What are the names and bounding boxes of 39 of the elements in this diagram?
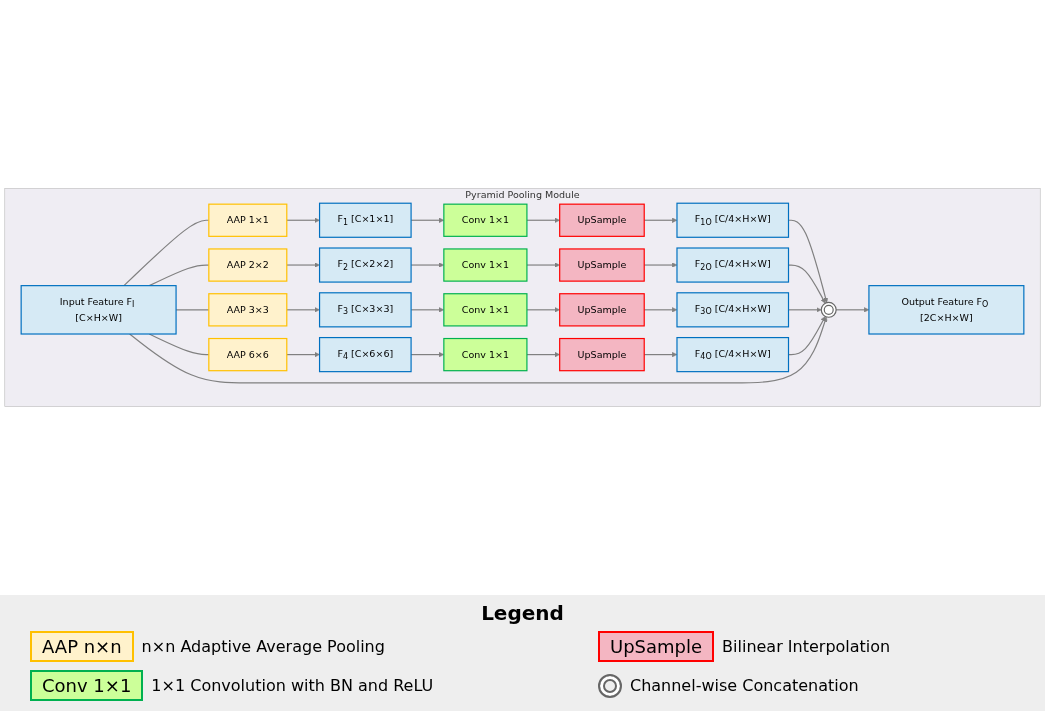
arrow bbox=[286, 307, 320, 313]
legend-swatch: Conv 1×1 bbox=[30, 670, 144, 701]
arrow bbox=[286, 217, 320, 223]
legend-heading: Legend bbox=[480, 601, 565, 625]
legend-text: n×n Adaptive Average Pooling bbox=[141, 637, 385, 656]
arrow bbox=[129, 316, 828, 384]
arrow bbox=[286, 262, 320, 268]
node-box: F$_{2}$ [C×2×2] bbox=[318, 247, 412, 283]
legend-swatch: AAP n×n bbox=[30, 631, 134, 662]
node-box: Conv 1×1 bbox=[443, 248, 528, 282]
node-box: UpSample bbox=[559, 248, 645, 282]
node-box: F$_{1}$ [C×1×1] bbox=[318, 202, 412, 238]
node-box: F$_{3}$ [C×3×3] bbox=[318, 292, 412, 328]
node-box: Conv 1×1 bbox=[443, 203, 528, 237]
legend-text: Channel-wise Concatenation bbox=[629, 676, 859, 695]
node-box: AAP 3×3 bbox=[208, 293, 288, 327]
legend-text: 1×1 Convolution with BN and ReLU bbox=[151, 676, 434, 695]
node-box: UpSample bbox=[559, 337, 645, 372]
node-box: UpSample bbox=[559, 293, 645, 327]
node-box: F$_{1O}$ [C/4×H×W] bbox=[676, 202, 790, 238]
arrow bbox=[526, 217, 560, 223]
node-box: Conv 1×1 bbox=[443, 293, 528, 327]
legend-swatch: UpSample bbox=[597, 631, 715, 662]
node-box: Output Feature F$_{O}$ [2C×H×W] bbox=[868, 285, 1025, 335]
node-box: F$_{4O}$ [C/4×H×W] bbox=[676, 337, 790, 373]
arrow bbox=[526, 352, 560, 358]
node-box: UpSample bbox=[559, 203, 645, 237]
node-box: AAP 1×1 bbox=[208, 203, 288, 237]
arrow bbox=[526, 262, 560, 268]
legend-text: Bilinear Interpolation bbox=[722, 637, 891, 656]
node-box: F$_{4}$ [C×6×6] bbox=[318, 337, 412, 373]
node-box: Input Feature F$_{I}$ [C×H×W] bbox=[20, 285, 177, 335]
arrow bbox=[286, 352, 320, 358]
node-box: AAP 2×2 bbox=[208, 248, 288, 282]
arrow bbox=[526, 307, 560, 313]
node-box: Conv 1×1 bbox=[443, 337, 528, 372]
node-box: F$_{3O}$ [C/4×H×W] bbox=[676, 292, 790, 328]
node-box: AAP 6×6 bbox=[208, 337, 288, 372]
node-box: F$_{2O}$ [C/4×H×W] bbox=[676, 247, 790, 283]
